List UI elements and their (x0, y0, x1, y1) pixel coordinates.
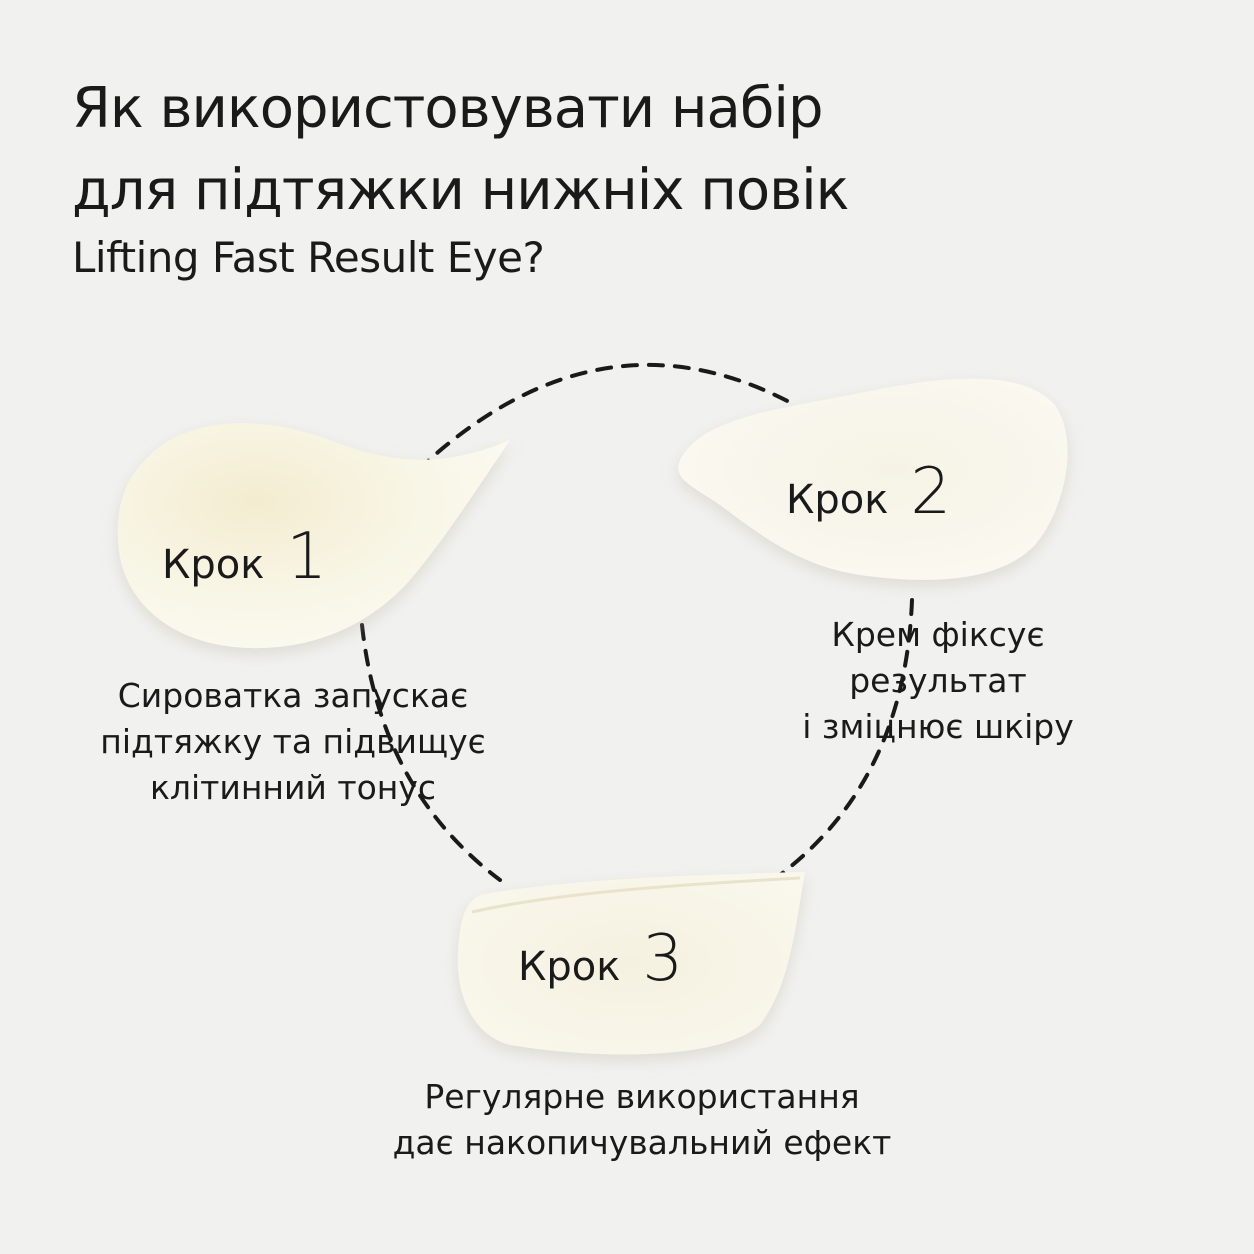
step-1-desc-line: підтяжку та підвищує (100, 722, 486, 761)
step-2-desc-line: і зміцнює шкіру (802, 707, 1074, 746)
step-2-number: 2 (910, 455, 952, 529)
page-subtitle: Lifting Fast Result Eye? (72, 233, 545, 282)
cream-swatch-2 (678, 378, 1068, 580)
step-1-desc-line: клітинний тонус (149, 768, 437, 807)
step-2-desc-line: Крем фіксує (831, 615, 1045, 654)
dash-connector-1-3 (360, 623, 502, 882)
cream-swatch-3 (457, 872, 805, 1055)
cream-swatch-3-ridge (471, 876, 801, 914)
page-title: Як використовувати набір для підтяжки ни… (72, 68, 849, 232)
step-3-number: 3 (642, 922, 684, 996)
dash-connector-1-2 (416, 363, 797, 472)
step-1-number: 1 (286, 520, 328, 594)
step-2-desc-line: результат (849, 661, 1027, 700)
step-2-word: Крок (786, 477, 889, 523)
step-1-word: Крок (162, 542, 265, 588)
step-1-description: Сироватка запускає підтяжку та підвищує … (90, 673, 496, 811)
step-3-description: Регулярне використання дає накопичувальн… (347, 1074, 937, 1166)
step-3-desc-line: дає накопичувальний ефект (392, 1123, 892, 1162)
step-3-word: Крок (518, 944, 621, 990)
title-line-2: для підтяжки нижніх повік (72, 158, 849, 223)
step-3-desc-line: Регулярне використання (424, 1077, 860, 1116)
step-2-description: Крем фіксує результат і зміцнює шкіру (780, 612, 1096, 750)
title-line-1: Як використовувати набір (72, 76, 823, 141)
cream-swatch-1 (117, 423, 510, 649)
step-3-label: Крок 3 (518, 922, 683, 996)
step-2-label: Крок 2 (786, 455, 951, 529)
step-1-label: Крок 1 (162, 520, 327, 594)
step-1-desc-line: Сироватка запускає (117, 676, 469, 715)
dash-connector-2-3 (778, 598, 914, 877)
